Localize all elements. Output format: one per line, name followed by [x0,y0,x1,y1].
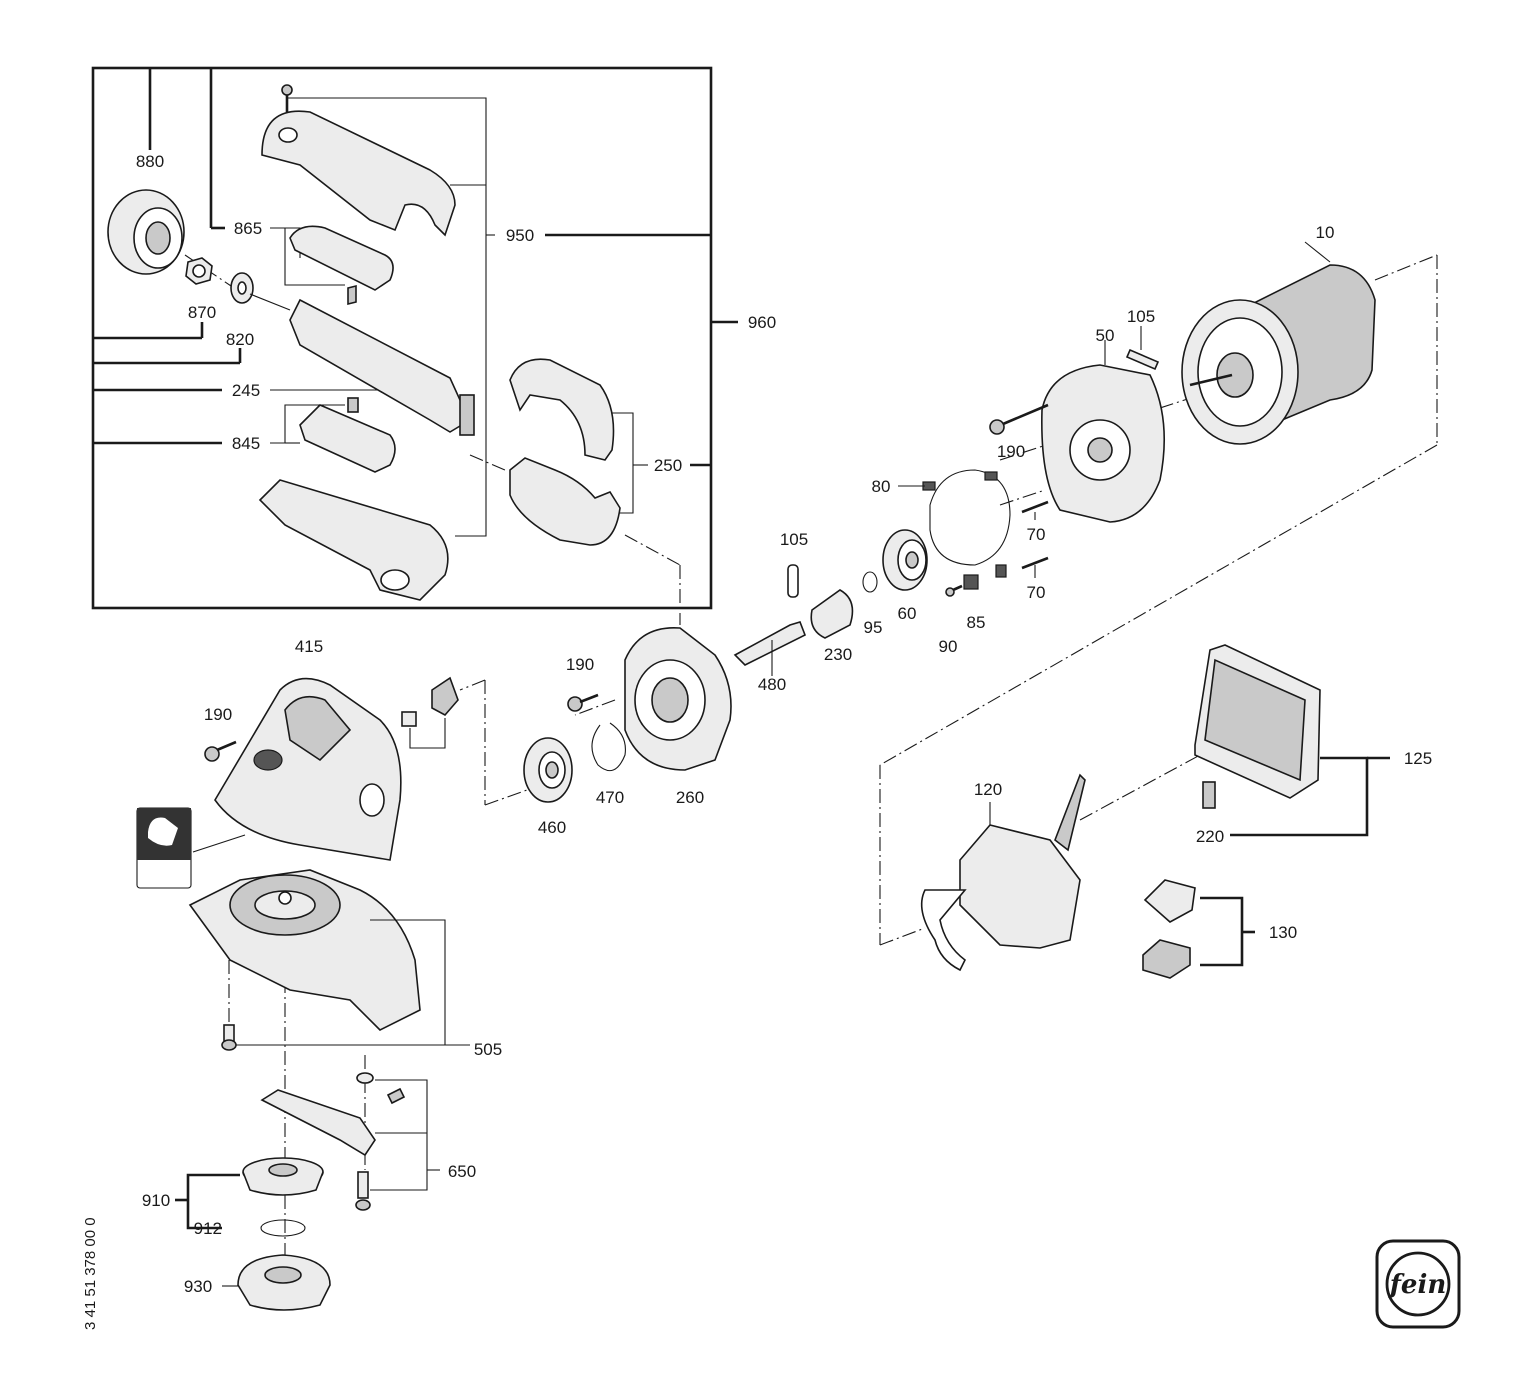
part-95-ring [862,571,878,593]
part-220-spring [1202,781,1216,809]
part-870-nut [185,257,213,285]
part-230-fan [810,589,854,639]
part-number-labels: 880 865 950 960 870 820 245 845 250 10 1… [136,152,1432,1296]
part-190-screw-a [989,403,1049,435]
label-910: 910 [142,1191,170,1210]
part-70-springs [1021,500,1049,578]
part-650-spindle-lock [260,1072,440,1211]
label-125: 125 [1404,749,1432,768]
part-pinion [401,676,459,749]
part-880-knob [107,189,241,293]
part-480-shaft [733,621,807,676]
centerlines [228,254,1438,1270]
fein-logo: fein [1375,1239,1461,1329]
leader-lines [93,68,738,537]
label-10: 10 [1316,223,1335,242]
part-105-pin-b [787,564,799,598]
label-505: 505 [474,1040,502,1059]
label-880: 880 [136,152,164,171]
label-70a: 70 [1027,525,1046,544]
part-912-o-ring [260,1219,306,1237]
label-845: 845 [232,434,260,453]
part-460-bearing [523,737,573,803]
part-950-handle-bottom [258,479,449,601]
part-930-nut [222,1254,331,1311]
part-260-flange [624,627,732,771]
part-415-gear-housing [214,677,402,861]
label-190c: 190 [204,705,232,724]
part-245-switch-assembly [249,293,475,436]
label-960: 960 [748,313,776,332]
label-90: 90 [939,637,958,656]
part-125-electronics-board [1194,644,1390,837]
part-190-screw-b [567,693,599,712]
label-105a: 105 [1127,307,1155,326]
label-245: 245 [232,381,260,400]
part-120-brush-holder [920,773,1086,972]
label-70b: 70 [1027,583,1046,602]
label-650: 650 [448,1162,476,1181]
logo-text: fein [1388,1270,1447,1300]
part-85-clip [963,574,979,590]
part-910-flange [175,1157,324,1230]
part-60-bearing [882,529,928,591]
label-85: 85 [967,613,986,632]
part-505-gearbox-guard [188,869,470,1051]
label-460: 460 [538,818,566,837]
part-190-screw-c [204,740,237,762]
part-105-pin-a [1125,326,1160,371]
part-90-screw [945,584,963,597]
label-230: 230 [824,645,852,664]
label-60: 60 [898,604,917,623]
label-250: 250 [654,456,682,475]
lock-button-icon [136,807,246,889]
label-95: 95 [864,618,883,637]
part-250-shell [469,358,621,546]
label-130: 130 [1269,923,1297,942]
document-number: 3 41 51 378 00 0 [82,1217,99,1330]
label-120: 120 [974,780,1002,799]
label-415: 415 [295,637,323,656]
label-50: 50 [1096,326,1115,345]
label-80: 80 [872,477,891,496]
part-820-washer [230,272,254,304]
part-865-cover [289,225,394,306]
part-845-cover [299,397,396,473]
label-480: 480 [758,675,786,694]
label-220: 220 [1196,827,1224,846]
label-865: 865 [234,219,262,238]
part-470-circlip [591,722,626,772]
part-130-carbon-brushes [1142,879,1255,979]
label-105b: 105 [780,530,808,549]
label-190a: 190 [997,442,1025,461]
label-930: 930 [184,1277,212,1296]
part-80-gasket [898,469,1011,578]
label-870: 870 [188,303,216,322]
label-820: 820 [226,330,254,349]
part-10-armature [1181,241,1376,445]
label-190b: 190 [566,655,594,674]
part-50-bearing-plate [1041,340,1166,523]
label-912: 912 [194,1219,222,1238]
label-950: 950 [506,226,534,245]
part-950-handle-top [261,84,456,237]
label-260: 260 [676,788,704,807]
label-470: 470 [596,788,624,807]
